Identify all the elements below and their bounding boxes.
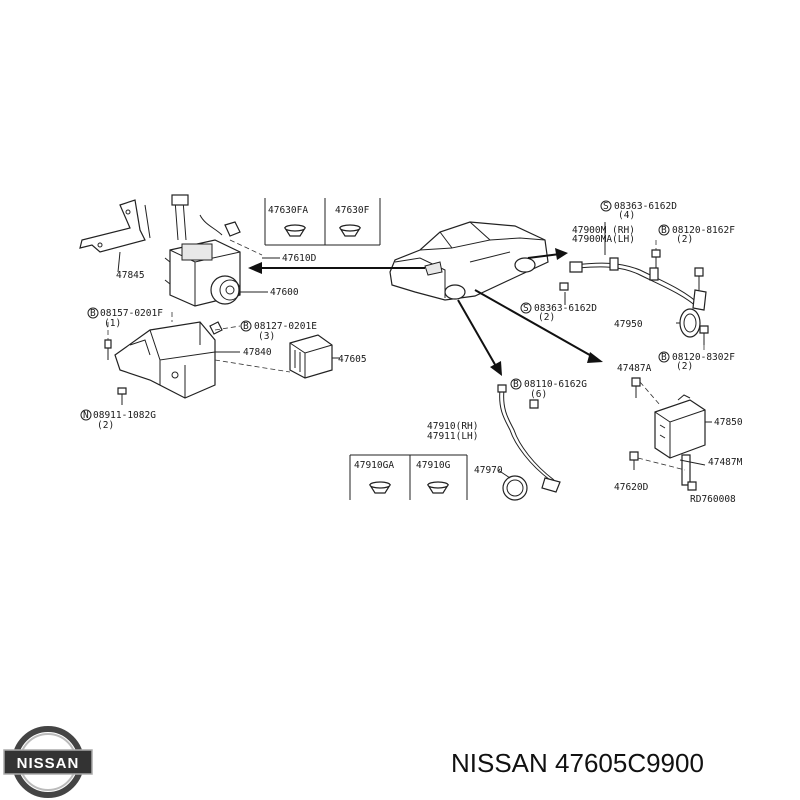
label-08127-0201E: 08127-0201E bbox=[254, 321, 317, 332]
label-08120-8302F: 08120-8302F bbox=[672, 352, 735, 363]
bracket-47845 bbox=[79, 199, 146, 253]
rear-sensor-group bbox=[559, 222, 709, 350]
label-08363-6162D-b: 08363-6162D bbox=[534, 303, 597, 314]
nissan-logo: NISSAN bbox=[3, 726, 93, 798]
abs-actuator-group bbox=[79, 194, 340, 405]
label-47487M: 47487M bbox=[708, 457, 743, 468]
label-08110-6162G: 08110-6162G bbox=[524, 379, 587, 390]
grommet-box-top bbox=[264, 198, 381, 246]
label-47600: 47600 bbox=[270, 287, 299, 298]
abs-control-unit-47605 bbox=[289, 334, 333, 379]
svg-text:S: S bbox=[603, 201, 609, 212]
label-47487A: 47487A bbox=[617, 363, 652, 374]
control-unit-47850 bbox=[654, 399, 706, 459]
label-47900MA: 47900MA(LH) bbox=[572, 234, 635, 245]
grommet-box-bottom bbox=[349, 454, 468, 500]
label-08363-b-qty: (2) bbox=[538, 312, 555, 323]
label-08120-8162F: 08120-8162F bbox=[672, 225, 735, 236]
svg-text:B: B bbox=[243, 321, 249, 332]
label-08911-1082G: 08911-1082G bbox=[93, 410, 156, 421]
car-outline bbox=[389, 221, 549, 301]
label-08120-a-qty: (2) bbox=[676, 234, 693, 245]
label-47630F: 47630F bbox=[335, 205, 370, 216]
control-unit-group bbox=[629, 377, 712, 491]
label-08363-a-qty: (4) bbox=[618, 210, 635, 221]
label-47840: 47840 bbox=[243, 347, 272, 358]
label-47900M: 47900M (RH) bbox=[572, 225, 635, 236]
label-08363-6162D-a: 08363-6162D bbox=[614, 201, 677, 212]
label-08157-qty: (1) bbox=[104, 318, 121, 329]
svg-text:N: N bbox=[83, 410, 89, 421]
label-47610D: 47610D bbox=[282, 253, 317, 264]
label-47911: 47911(LH) bbox=[427, 431, 478, 442]
label-47620D: 47620D bbox=[614, 482, 649, 493]
label-47845: 47845 bbox=[116, 270, 145, 281]
label-47850: 47850 bbox=[714, 417, 743, 428]
svg-text:B: B bbox=[661, 352, 667, 363]
label-08157-0201F: 08157-0201F bbox=[100, 308, 163, 319]
svg-text:B: B bbox=[661, 225, 667, 236]
label-08120-b-qty: (2) bbox=[676, 361, 693, 372]
label-47630FA: 47630FA bbox=[268, 205, 308, 216]
label-47950: 47950 bbox=[614, 319, 643, 330]
label-47605: 47605 bbox=[338, 354, 367, 365]
label-08911-qty: (2) bbox=[97, 420, 114, 431]
label-47970: 47970 bbox=[474, 465, 503, 476]
bracket-47840 bbox=[114, 321, 216, 399]
logo-text: NISSAN bbox=[17, 755, 80, 772]
part-caption: NISSAN 47605C9900 bbox=[451, 748, 704, 778]
label-47910G: 47910G bbox=[416, 460, 451, 471]
part-labels: 47845 47610D 47600 47630FA 47630F B 0815… bbox=[80, 200, 743, 505]
label-47910GA: 47910GA bbox=[354, 460, 394, 471]
svg-text:S: S bbox=[523, 303, 529, 314]
label-08127-qty: (3) bbox=[258, 331, 275, 342]
reference-code: RD760008 bbox=[690, 494, 736, 505]
direction-arrows bbox=[248, 248, 603, 376]
svg-text:B: B bbox=[513, 379, 519, 390]
svg-text:B: B bbox=[90, 308, 96, 319]
label-47910: 47910(RH) bbox=[427, 421, 478, 432]
front-sensor-group bbox=[497, 384, 561, 501]
label-08110-qty: (6) bbox=[530, 389, 547, 400]
